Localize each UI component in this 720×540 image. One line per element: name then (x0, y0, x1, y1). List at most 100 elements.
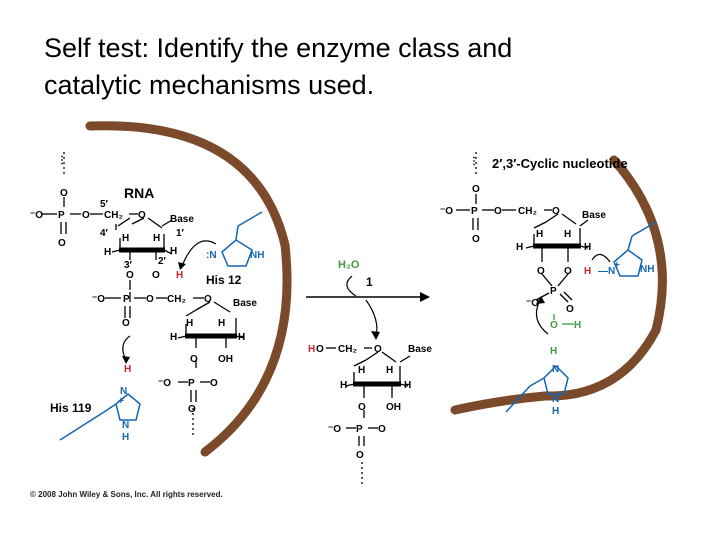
svg-text:O: O (152, 270, 160, 281)
svg-text:O: O (374, 344, 382, 355)
svg-text:CH₂: CH₂ (338, 344, 357, 355)
title-line-2: catalytic mechanisms used. (44, 70, 375, 100)
svg-text:N: N (552, 364, 559, 375)
svg-text:H: H (104, 247, 111, 258)
svg-text:O: O (146, 294, 154, 305)
svg-text:N: N (122, 420, 129, 431)
his119-label: His 119 (50, 401, 92, 415)
svg-text:O: O (378, 424, 386, 435)
right-his-lower (505, 364, 569, 413)
svg-text:CH₂: CH₂ (518, 206, 537, 217)
svg-text:OH: OH (386, 402, 401, 413)
svg-text:⁻O: ⁻O (328, 424, 341, 435)
svg-text:O: O (210, 378, 218, 389)
his12-residue (221, 211, 263, 267)
svg-text:O: O (552, 206, 560, 217)
enzyme-arc-left (85, 121, 292, 457)
svg-text:Base: Base (582, 210, 606, 221)
svg-text:O: O (472, 234, 480, 245)
svg-text:⋮: ⋮ (57, 155, 67, 166)
svg-text:O: O (566, 304, 574, 315)
svg-text:O: O (204, 294, 212, 305)
svg-text:O: O (537, 266, 545, 277)
copyright-notice: © 2008 John Wiley & Sons, Inc. All right… (30, 490, 223, 499)
svg-text:P: P (356, 424, 363, 435)
svg-text:H: H (536, 229, 543, 240)
svg-text:+: + (118, 396, 124, 407)
svg-text:H: H (186, 318, 193, 329)
svg-text:4′: 4′ (100, 228, 109, 239)
svg-text:2′: 2′ (158, 256, 167, 267)
svg-text:⁻O: ⁻O (526, 298, 539, 309)
right-cyclic-labels: ⋮ O ⁻O P O CH₂ O Base O H H H H O O P ⁻O… (440, 156, 606, 315)
svg-text:O: O (188, 404, 196, 415)
right-water (553, 314, 574, 325)
svg-text:H: H (170, 246, 177, 257)
svg-text:⁻O: ⁻O (92, 294, 105, 305)
svg-text:O: O (356, 450, 364, 461)
svg-text:O: O (550, 320, 558, 331)
svg-text:OH: OH (218, 354, 233, 365)
middle-product-labels: H O CH₂ O Base H H H H O OH ⁻O P O O (308, 344, 432, 461)
water-label: H₂O (338, 259, 360, 271)
svg-text:—N: —N (598, 266, 615, 277)
water-arrow (346, 275, 357, 297)
svg-text:N: N (552, 394, 559, 405)
svg-text:H: H (170, 332, 177, 343)
svg-text:H: H (386, 365, 393, 376)
svg-text:H: H (564, 229, 571, 240)
slide-title: Self test: Identify the enzyme class and… (44, 30, 684, 104)
his12-labels: :N NH (206, 250, 264, 261)
svg-text:O: O (358, 402, 366, 413)
svg-text:H: H (584, 242, 591, 253)
svg-text:H: H (584, 266, 591, 277)
right-cyclic-structure (456, 152, 589, 303)
water-attack-arrow (535, 299, 549, 335)
svg-text:⁻O: ⁻O (30, 210, 43, 221)
left-rna-structure (42, 152, 245, 438)
svg-text:Base: Base (408, 344, 432, 355)
svg-text:CH₂: CH₂ (167, 294, 186, 305)
svg-text:O: O (58, 238, 66, 249)
rna-label: RNA (124, 185, 154, 201)
svg-text:O: O (126, 270, 134, 281)
his12-label: His 12 (206, 273, 242, 287)
svg-text:P: P (188, 378, 195, 389)
svg-text:CH₂: CH₂ (104, 210, 123, 221)
hydrolysis-arrow (365, 299, 378, 337)
svg-text:5′: 5′ (100, 199, 109, 210)
svg-text:H: H (550, 346, 557, 357)
svg-text:H: H (404, 380, 411, 391)
svg-text:Base: Base (233, 298, 257, 309)
step-label: 1 (366, 275, 373, 289)
svg-text:⁻O: ⁻O (158, 378, 171, 389)
svg-text:1′: 1′ (176, 228, 185, 239)
svg-text:⁻O: ⁻O (440, 206, 453, 217)
svg-text:N: N (120, 386, 127, 397)
svg-text:H: H (552, 406, 559, 417)
svg-text:P: P (58, 210, 65, 221)
svg-text:O: O (138, 210, 146, 221)
his119-labels: N + N H (118, 386, 129, 443)
svg-text:⋮: ⋮ (469, 156, 479, 167)
right-proton-arrow (591, 253, 611, 263)
product-label: 2′,3′-Cyclic nucleotide (492, 156, 628, 171)
title-line-1: Self test: Identify the enzyme class and (44, 33, 513, 63)
svg-text:H: H (308, 344, 315, 355)
arrow-his12-to-proton (181, 240, 217, 267)
svg-text:O: O (60, 188, 68, 199)
svg-text:H: H (218, 318, 225, 329)
left-rna-labels: ⋮ O ⁻O P O CH₂ O O 5′ 4′ 1′ Base H H H H… (30, 155, 257, 415)
svg-text:NH: NH (640, 264, 654, 275)
svg-text:H: H (122, 432, 129, 443)
svg-text:H: H (358, 365, 365, 376)
right-water-labels: O H H (550, 320, 581, 357)
svg-text:H: H (176, 270, 183, 281)
svg-text:H: H (516, 242, 523, 253)
svg-text:H: H (574, 320, 581, 331)
svg-text:+: + (614, 260, 620, 271)
svg-text:3′: 3′ (124, 260, 133, 271)
right-his-upper (613, 221, 657, 277)
svg-text:NH: NH (250, 250, 264, 261)
